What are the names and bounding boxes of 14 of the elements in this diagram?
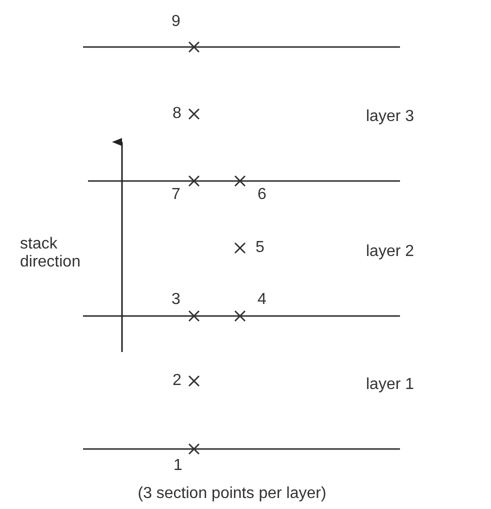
point-number: 9 bbox=[172, 12, 180, 32]
layer-label: layer 2 bbox=[366, 242, 414, 262]
point-number: 5 bbox=[256, 238, 264, 258]
layer-label: layer 1 bbox=[366, 376, 414, 394]
point-number: 8 bbox=[172, 104, 182, 124]
caption: (3 section points per layer) bbox=[138, 485, 326, 503]
point-number: 3 bbox=[172, 290, 180, 310]
direction-label: stack direction bbox=[20, 236, 82, 272]
point-number: 6 bbox=[258, 186, 266, 204]
point-number: 4 bbox=[258, 290, 266, 310]
point-number: 1 bbox=[174, 456, 182, 476]
layer-label: layer 3 bbox=[366, 108, 414, 126]
point-number: 2 bbox=[172, 372, 182, 390]
point-number: 7 bbox=[172, 186, 180, 204]
